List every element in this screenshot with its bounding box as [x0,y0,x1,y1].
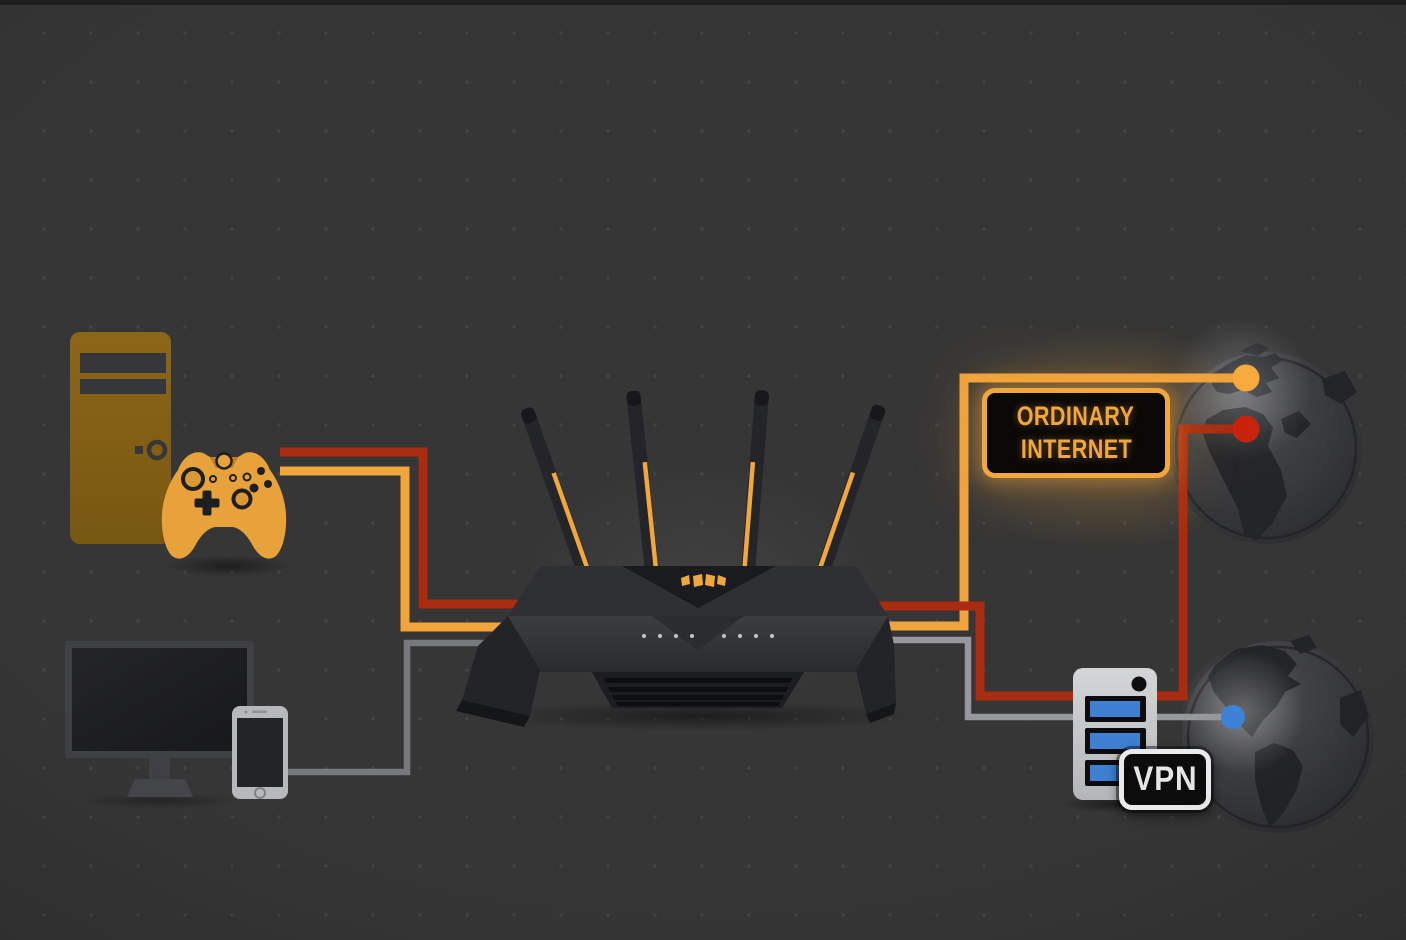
vpn-label: VPN [1119,749,1211,810]
phone-camera-dot [244,710,248,714]
monitor-icon [65,641,254,797]
controller-left-stick [181,467,205,491]
controller-abxy-buttons [242,467,272,493]
ordinary-internet-line2: INTERNET [1020,434,1132,464]
router-antenna-3 [741,390,769,575]
monitor-stand-base [127,779,193,797]
router-right-wing-base [866,703,896,723]
top-edge-shade [0,0,1406,5]
router-antenna-4 [816,404,886,577]
router-top-beak [622,566,776,608]
controller-menu-button [229,474,237,482]
game-controller-icon [161,452,287,559]
router-antenna-2 [626,390,659,575]
monitor-stand-neck [149,758,170,781]
vpn-gray-line [852,636,1233,721]
tuf-logo [681,574,726,587]
internet-orange-line [840,373,1246,631]
controller-view-button [209,475,217,483]
server-drive-bays [1085,696,1146,786]
controller-right-stick [231,488,253,510]
controller-shadow [166,555,290,577]
router-right-wing [856,616,896,714]
tower-bay-1 [80,353,166,373]
blue-endpoint-dot [1221,705,1245,729]
router-left-wing-base [456,700,530,727]
phone-screen [237,718,283,787]
tower-power-button [146,439,168,461]
phone-speaker [252,710,267,713]
pc-red-line [280,447,565,609]
router-left-wing [462,616,540,716]
router-led-row [642,634,774,638]
router-antenna-1 [521,407,594,584]
monitor-screen [72,648,247,751]
monitor-shadow [82,793,238,809]
controller-orange-line [280,466,580,632]
ordinary-internet-label: ORDINARY INTERNET [982,388,1170,478]
smartphone-icon [232,706,288,799]
vpn-label-text: VPN [1132,760,1198,798]
tower-bay-2 [80,379,166,394]
gaming-router-icon [456,390,896,727]
ordinary-internet-line1: ORDINARY [1017,401,1135,432]
router-shadow [485,701,915,731]
orange-endpoint-dot [1232,364,1260,392]
phone-home-button [254,787,266,799]
server-power-dot [1131,676,1147,692]
router-grille-slats [604,678,792,706]
gaming-pc-tower-icon [70,332,171,544]
tower-reset-dot [135,446,143,454]
controller-home-button [215,452,233,470]
controller-dpad [194,490,220,516]
router-front-crease [652,616,744,650]
red-endpoint-dot [1232,415,1260,443]
